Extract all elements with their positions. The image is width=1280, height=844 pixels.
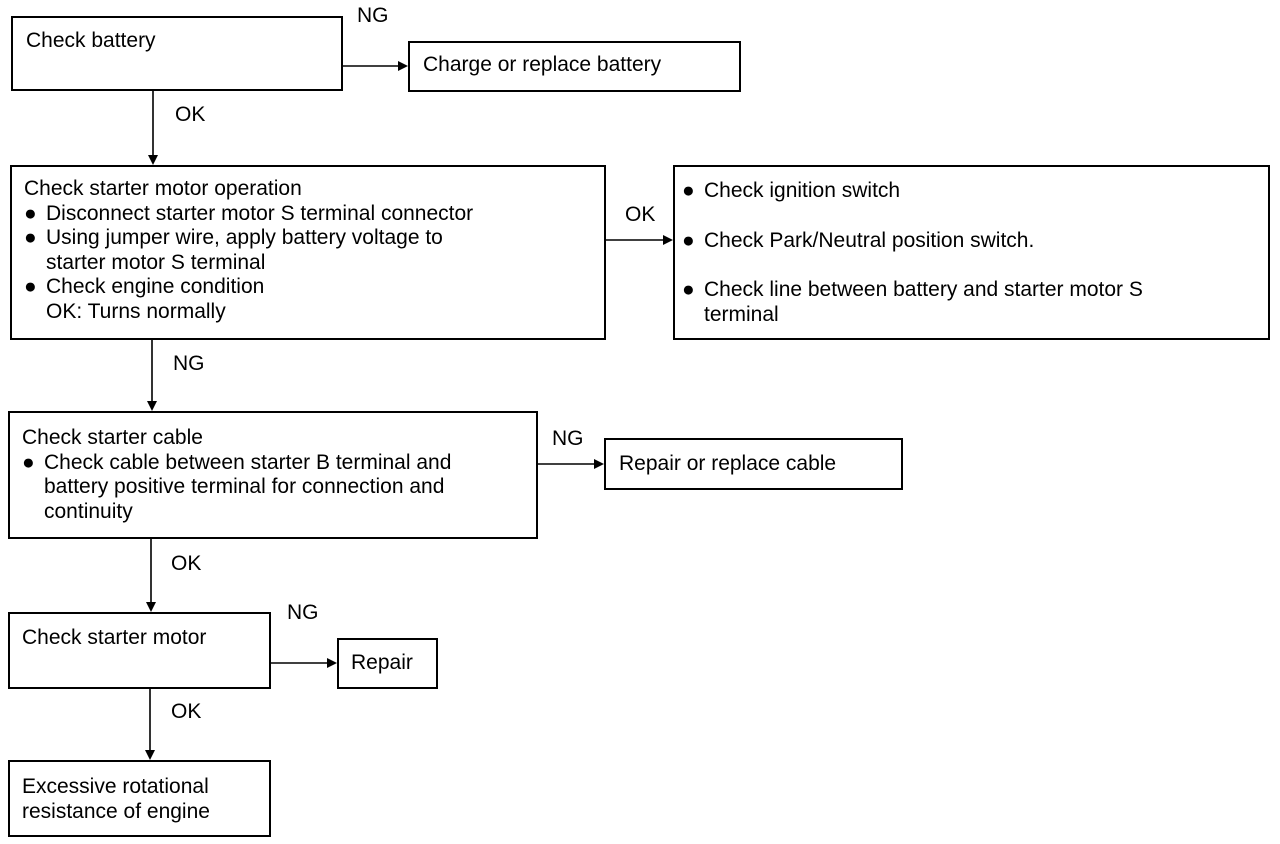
starter-op-title: Check starter motor operation: [24, 177, 302, 200]
bullet-icon: ●: [22, 450, 35, 474]
starter-cable-bullet-1-cont2: continuity: [44, 499, 133, 523]
box-starter-cable: [8, 411, 538, 539]
box-excessive-resistance: [8, 760, 271, 837]
label-ok-starter-op: OK: [625, 203, 656, 226]
box-repair-cable: [604, 438, 903, 490]
checks-bullet-1: ●Check ignition switch: [682, 179, 901, 202]
label-ng-starter-op: NG: [173, 352, 205, 375]
bullet-icon: ●: [24, 226, 37, 249]
arrowhead: [327, 658, 337, 668]
check-starter-motor-text: Check starter motor: [22, 626, 207, 649]
arrowhead: [663, 235, 673, 245]
checks-bullet-2: ●Check Park/Neutral position switch.: [682, 228, 1035, 252]
arrowhead: [594, 459, 604, 469]
starter-op-text: Check starter motor operation ●Disconnec…: [24, 177, 473, 324]
label-ng-cable: NG: [552, 427, 584, 450]
box-charge-battery: [408, 41, 741, 92]
starter-cable-bullet-1-cont: battery positive terminal for connection…: [44, 475, 445, 498]
repair-cable-text: Repair or replace cable: [619, 452, 837, 475]
box-switch-checks: [673, 165, 1270, 340]
arrowhead: [147, 401, 157, 411]
charge-battery-text: Charge or replace battery: [423, 53, 662, 76]
arrowhead: [146, 602, 156, 612]
arrowhead: [145, 750, 155, 760]
checks-bullet-3: ●Check line between battery and starter …: [682, 278, 1143, 301]
bullet-icon: ●: [24, 275, 37, 298]
starter-cable-title: Check starter cable: [22, 426, 203, 449]
box-starter-motor-operation: [10, 165, 606, 340]
box-repair: [337, 638, 438, 689]
bullet-icon: ●: [24, 201, 37, 225]
starter-op-bullet-2-cont: starter motor S terminal: [46, 250, 266, 274]
excessive-resistance-text: Excessive rotational resistance of engin…: [22, 775, 210, 824]
label-ng-starter-motor: NG: [287, 601, 319, 624]
starter-op-bullet-2: ●Using jumper wire, apply battery voltag…: [24, 226, 443, 249]
starter-op-bullet-3-sub: OK: Turns normally: [46, 299, 226, 323]
label-ng-battery: NG: [357, 4, 389, 27]
starter-cable-text: Check starter cable ●Check cable between…: [22, 426, 451, 524]
switch-checks-text: ●Check ignition switch ●Check Park/Neutr…: [682, 179, 1143, 327]
excessive-line-2: resistance of engine: [22, 799, 210, 823]
bullet-icon: ●: [682, 228, 695, 252]
label-ok-battery: OK: [175, 103, 206, 126]
arrowhead: [148, 155, 158, 165]
starter-op-bullet-1: ●Disconnect starter motor S terminal con…: [24, 201, 474, 225]
starter-op-bullet-3: ●Check engine condition: [24, 275, 265, 298]
arrowhead: [398, 61, 408, 71]
label-ok-cable: OK: [171, 552, 202, 575]
starter-cable-bullet-1: ●Check cable between starter B terminal …: [22, 450, 452, 474]
box-check-starter-motor: [8, 612, 271, 689]
excessive-line-1: Excessive rotational: [22, 775, 209, 798]
bullet-icon: ●: [682, 278, 695, 301]
repair-text: Repair: [351, 651, 413, 674]
check-battery-text: Check battery: [26, 29, 156, 52]
checks-bullet-3-cont: terminal: [704, 302, 779, 326]
bullet-icon: ●: [682, 179, 695, 202]
label-ok-starter-motor: OK: [171, 700, 202, 723]
box-check-battery: [11, 16, 343, 91]
